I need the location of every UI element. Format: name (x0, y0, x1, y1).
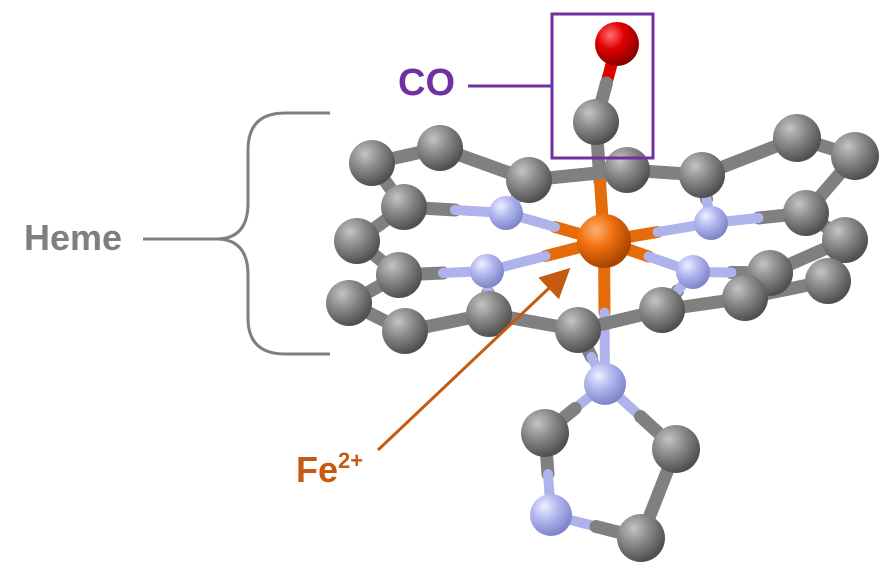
fe-label: Fe2+ (296, 449, 363, 490)
atom-n-nim2 (530, 494, 572, 536)
arrow-icon (376, 267, 571, 452)
fe-symbol: Fe (296, 449, 339, 490)
atom-c-c9 (334, 218, 380, 264)
atom-c-c19 (639, 287, 685, 333)
atom-c-c14 (805, 258, 851, 304)
atom-c-c12 (822, 217, 868, 263)
atom-c-c2 (506, 157, 552, 203)
atom-c-c3 (604, 147, 650, 193)
atom-c-c18 (555, 307, 601, 353)
atom-c-c10 (376, 252, 422, 298)
atom-c-c1 (417, 125, 463, 171)
curly-brace-icon (143, 111, 330, 356)
atom-c-c11 (783, 190, 829, 236)
atom-n-n4 (676, 255, 710, 289)
atom-c-c16 (382, 308, 428, 354)
atom-c-c20 (722, 275, 768, 321)
atom-n-n2 (694, 206, 728, 240)
atom-fe-fe (577, 214, 631, 268)
atom-c-c7 (349, 140, 395, 186)
atom-c-cim3 (617, 514, 665, 562)
fe-charge: 2+ (338, 448, 364, 473)
atom-c-c17 (466, 291, 512, 337)
atom-c-cim2 (652, 425, 700, 473)
atom-n-nim (584, 363, 626, 405)
atom-c-c4 (679, 152, 725, 198)
atom-o-o (595, 22, 639, 66)
atom-c-c8 (381, 184, 427, 230)
atom-c-cim1 (521, 409, 569, 457)
atoms-group (326, 22, 879, 562)
atom-n-n3 (470, 254, 504, 288)
atom-c-c6 (831, 132, 879, 180)
co-label: CO (398, 62, 455, 104)
atom-c-c_co (573, 99, 619, 145)
atom-c-c15 (326, 280, 372, 326)
annotations-group (143, 12, 655, 452)
atom-n-n1 (489, 196, 523, 230)
heme-label: Heme (24, 217, 123, 258)
atom-c-c5 (773, 114, 821, 162)
